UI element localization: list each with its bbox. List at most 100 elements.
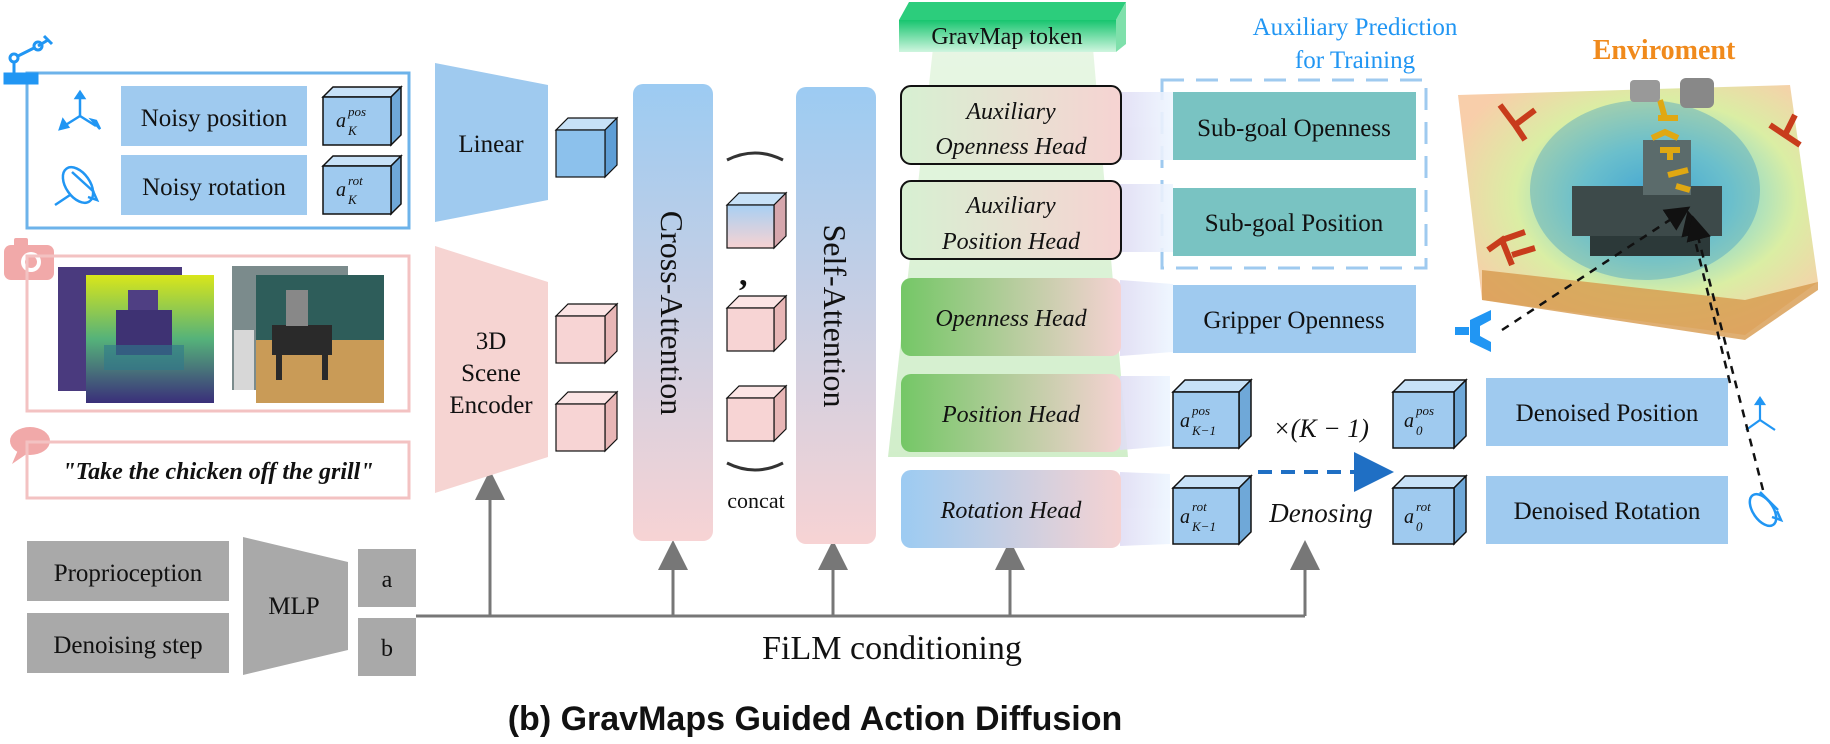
scene-token-cube-1 — [554, 302, 619, 365]
subgoal-position-box — [1173, 188, 1416, 256]
concat-cube-1 — [725, 191, 788, 250]
denoised-rotation-box — [1486, 476, 1728, 544]
svg-text:rot: rot — [1192, 499, 1207, 514]
svg-text:K−1: K−1 — [1191, 423, 1216, 438]
svg-text:Encoder: Encoder — [449, 392, 533, 419]
axes-icon — [58, 89, 102, 131]
position-final-cube: a pos 0 — [1391, 378, 1468, 450]
noisy-rotation-cube: a rot K — [321, 154, 403, 216]
denoising-step-box — [27, 613, 229, 673]
times-k-minus-1-label: ×(K − 1) — [1273, 414, 1369, 443]
svg-text:pos: pos — [1415, 403, 1434, 418]
position-k-minus-1-cube: a pos K−1 — [1171, 378, 1253, 450]
output-axes-icon — [1745, 396, 1776, 431]
gravmap-token-label: GravMap token — [931, 24, 1082, 50]
svg-text:a: a — [382, 567, 393, 593]
film-b-box — [358, 618, 416, 676]
concat-cube-2 — [725, 294, 788, 353]
aux-position-head — [900, 180, 1122, 260]
denoising-step-label: Denoising step — [53, 632, 202, 659]
head-output-fans — [1120, 92, 1173, 546]
self-attention-label: Self-Attention — [817, 224, 853, 407]
concat-group: , concat — [725, 151, 788, 513]
svg-text:Auxiliary: Auxiliary — [964, 99, 1056, 125]
svg-text:Rotation Head: Rotation Head — [940, 498, 1083, 524]
concat-cube-3 — [725, 384, 788, 443]
rotation-icon — [54, 165, 100, 207]
svg-text:rot: rot — [1416, 499, 1431, 514]
aux-openness-head — [900, 85, 1122, 165]
scene-images-panel — [25, 254, 411, 413]
svg-text:Auxiliary: Auxiliary — [964, 193, 1056, 219]
instruction-box — [25, 440, 411, 500]
scene-token-cube-2 — [554, 390, 619, 453]
gripper-icon — [1455, 310, 1491, 352]
svg-text:0: 0 — [1416, 519, 1423, 534]
noisy-position-label: Noisy position — [141, 105, 288, 132]
rotation-final-cube: a rot 0 — [1391, 474, 1468, 546]
svg-text:Denoised Position: Denoised Position — [1516, 400, 1699, 427]
svg-text:a: a — [1404, 506, 1414, 528]
linear-token-cube — [554, 116, 619, 179]
svg-text:K: K — [347, 123, 358, 138]
linear-encoder — [435, 63, 548, 222]
svg-text:0: 0 — [1416, 423, 1423, 438]
cross-attention-label: Cross-Attention — [654, 211, 690, 415]
proprioception-label: Proprioception — [54, 560, 203, 587]
environment-scene — [1458, 78, 1818, 340]
svg-text:a: a — [1404, 410, 1414, 432]
openness-head — [901, 278, 1121, 356]
cross-attention-block — [633, 84, 713, 541]
gripper-openness-box — [1173, 285, 1416, 353]
svg-text:Sub-goal Position: Sub-goal Position — [1205, 210, 1384, 237]
svg-text:pos: pos — [1191, 403, 1210, 418]
camera-icon — [4, 238, 54, 280]
svg-text:Position Head: Position Head — [941, 229, 1081, 255]
proprioception-box — [27, 541, 229, 601]
svg-text:a: a — [336, 179, 346, 201]
scene-encoder — [435, 246, 548, 493]
speech-bubble-icon — [10, 427, 50, 464]
mlp-label: MLP — [268, 593, 319, 620]
mlp-block — [243, 537, 348, 675]
noisy-position-box — [121, 86, 307, 146]
svg-text:K: K — [347, 192, 358, 207]
robot-arm-icon — [3, 34, 54, 85]
noisy-action-panel: Noisy position Noisy rotation a pos K a … — [3, 34, 411, 230]
aux-title-line2: for Training — [1295, 47, 1416, 74]
self-attention-block — [796, 87, 876, 544]
svg-text:b: b — [381, 636, 393, 662]
aux-prediction-dashed-box — [1160, 78, 1428, 270]
position-head — [901, 374, 1121, 452]
linear-label: Linear — [458, 131, 524, 158]
rotation-head — [901, 470, 1121, 548]
depth-image — [58, 267, 214, 403]
noisy-rotation-box — [121, 155, 307, 215]
svg-text:Sub-goal Openness: Sub-goal Openness — [1197, 115, 1391, 142]
denoising-label: Denosing — [1268, 498, 1373, 528]
svg-text:pos: pos — [347, 104, 366, 119]
figure-caption: (b) GravMaps Guided Action Diffusion — [508, 700, 1123, 738]
svg-text:Scene: Scene — [461, 360, 521, 387]
noisy-position-cube: a pos K — [321, 85, 403, 147]
subgoal-openness-box — [1173, 92, 1416, 160]
svg-text:,: , — [739, 256, 748, 293]
svg-text:3D: 3D — [476, 328, 507, 355]
concat-label: concat — [727, 488, 784, 513]
film-conditioning-lines — [416, 470, 1320, 618]
denoised-position-box — [1486, 378, 1728, 446]
film-a-box — [358, 549, 416, 607]
svg-text:K−1: K−1 — [1191, 519, 1216, 534]
gravmap-token: GravMap token — [899, 2, 1126, 52]
environment-title: Enviroment — [1593, 35, 1736, 66]
svg-text:a: a — [1180, 506, 1190, 528]
svg-text:rot: rot — [348, 173, 363, 188]
noisy-rotation-label: Noisy rotation — [142, 174, 286, 201]
svg-text:Position Head: Position Head — [941, 402, 1081, 428]
aux-title-line1: Auxiliary Prediction — [1253, 14, 1458, 41]
film-label: FiLM conditioning — [762, 630, 1022, 667]
svg-text:a: a — [1180, 410, 1190, 432]
environment-dashed-arrows — [1501, 206, 1765, 491]
svg-text:Denoised Rotation: Denoised Rotation — [1514, 498, 1701, 525]
